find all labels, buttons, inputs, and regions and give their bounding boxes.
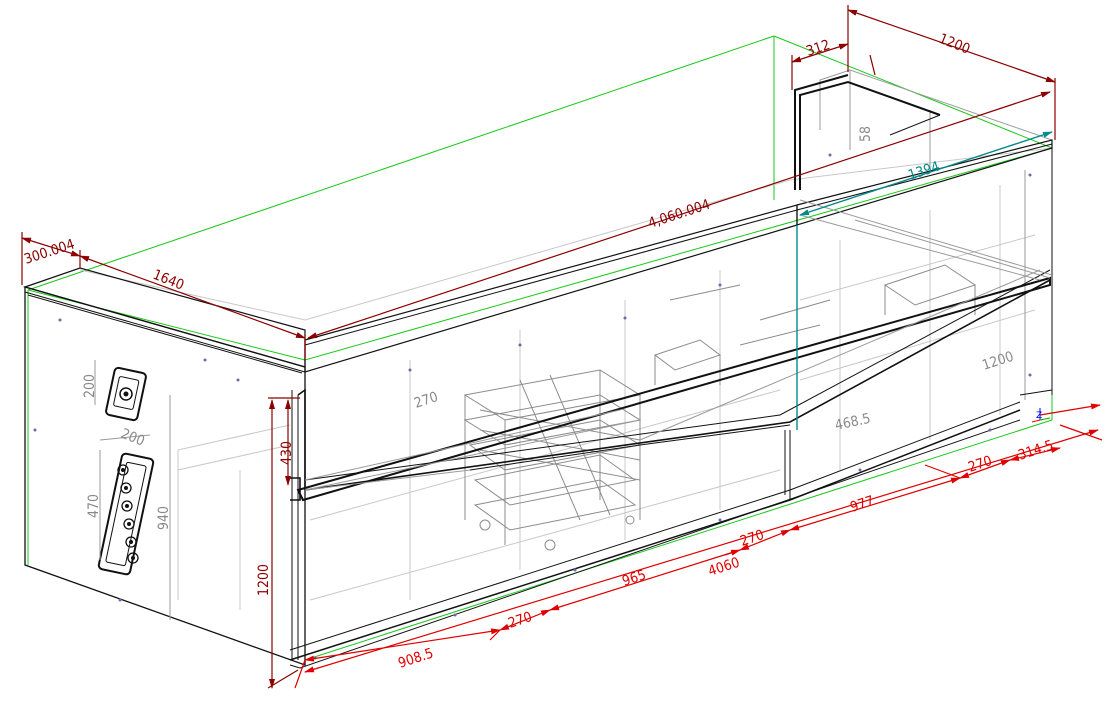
dim-label-total-length: 4,060.004 <box>646 197 712 232</box>
dim-label-bottom-314: 314.5 <box>1016 437 1055 463</box>
dimension-left-height <box>267 397 300 689</box>
dimension-right-top <box>791 5 1056 140</box>
cabinet-outline <box>23 74 1053 669</box>
dim-label-right-width: 1200 <box>937 31 973 58</box>
dim-label-right-height: 1200 <box>980 349 1015 374</box>
control-panel-large <box>97 452 155 576</box>
dim-label-bottom-270c: 270 <box>966 453 994 476</box>
fastener-dots <box>33 153 1032 660</box>
dim-label-bottom-270a: 270 <box>506 609 534 632</box>
dim-label-panel-200: 200 <box>82 374 98 398</box>
dimension-total-length <box>304 91 1051 360</box>
knob-icon <box>127 552 139 564</box>
dim-label-panel-470: 470 <box>86 494 102 518</box>
dim-label-bottom-977: 977 <box>848 493 876 516</box>
dimension-left-width <box>79 255 306 339</box>
dim-label-panel-940: 940 <box>156 506 172 530</box>
bounding-box <box>27 35 1053 661</box>
dim-label-left-upper: 430 <box>279 441 295 465</box>
dim-label-inner-468: 468.5 <box>834 411 873 434</box>
dim-label-bottom-270b: 270 <box>738 527 766 550</box>
dim-label-teal-span: 1394 <box>906 159 941 184</box>
dim-label-right-depth: 312 <box>804 37 832 60</box>
knob-icon <box>123 518 135 530</box>
knob-icon <box>117 464 129 476</box>
panel-dimension-lines <box>94 360 171 620</box>
dimension-bottom-chain <box>294 403 1103 689</box>
dim-label-bottom-965: 965 <box>620 567 648 590</box>
dim-label-inner-270: 270 <box>412 389 440 412</box>
dim-label-bottom-908: 908.5 <box>396 645 435 671</box>
axis-indicator: Z <box>1031 408 1051 423</box>
control-panel-small <box>105 366 147 422</box>
knob-icon <box>121 500 133 512</box>
dimension-teal <box>796 131 1053 430</box>
dimension-labels: 4,060.004 300.004 1640 312 1200 58 1394 … <box>22 31 1055 672</box>
knob-icon <box>120 482 132 494</box>
axis-z-label: Z <box>1036 411 1042 421</box>
knob-icon <box>125 536 137 548</box>
dim-label-left-height: 1200 <box>256 564 272 596</box>
switch-icon <box>119 387 133 401</box>
dim-label-right-inner: 58 <box>858 126 874 142</box>
dim-label-panel-200b: 200 <box>119 426 147 450</box>
